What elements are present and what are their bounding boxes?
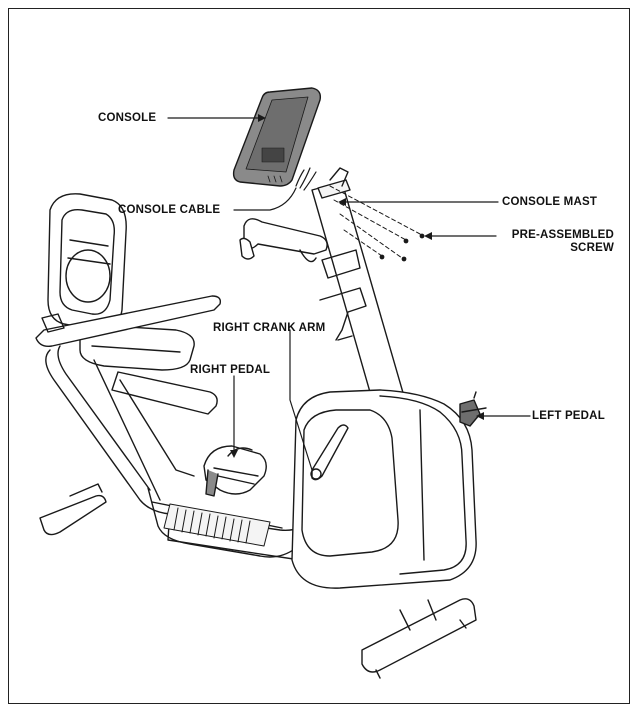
screw-guides [329,185,421,259]
seat-handles [35,295,222,348]
foot-grid [163,503,271,547]
label-right-pedal: RIGHT PEDAL [190,364,271,376]
label-console-mast: CONSOLE MAST [502,196,598,208]
arrowheads [230,114,484,458]
mast-handlebar [239,218,328,263]
label-pre-assembled-line1: PRE-ASSEMBLED [511,229,614,241]
console-part [232,87,322,187]
label-right-crank-arm: RIGHT CRANK ARM [213,322,326,334]
leader-lines [167,117,531,471]
console-mast-part [311,167,409,421]
seat-rail [111,371,218,415]
label-screw-line2: SCREW [570,242,614,254]
right-pedal-part [203,445,267,497]
console-cable-part [295,167,317,191]
label-pre-assembled-screw: PRE-ASSEMBLED SCREW [496,229,614,255]
shroud-part [291,389,477,589]
left-pedal-part [459,391,487,427]
label-left-pedal: LEFT PEDAL [532,410,605,422]
screws [379,233,425,262]
seat-back-part [47,193,127,332]
front-stabilizer [39,483,107,536]
label-console: CONSOLE [98,112,157,124]
label-console-cable: CONSOLE CABLE [118,204,221,216]
right-crank-arm-part [310,424,349,481]
rear-stabilizer [361,598,477,679]
seat-cushion-part [79,325,195,371]
